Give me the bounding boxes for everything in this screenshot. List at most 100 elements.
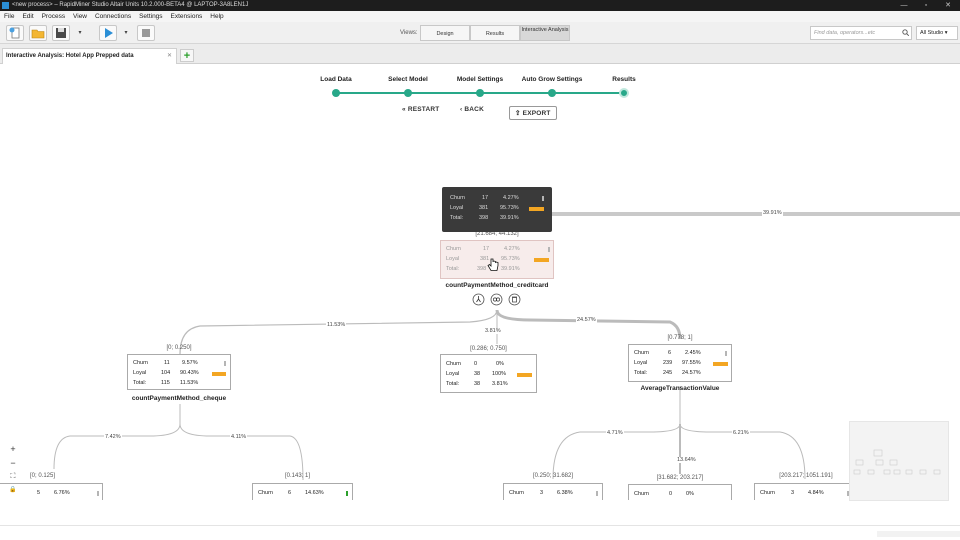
maximize-button[interactable]: ▫ <box>924 2 928 9</box>
loyal-percent: 95.73% <box>501 256 520 262</box>
menu-file[interactable]: File <box>4 13 15 20</box>
step-dot-model-settings[interactable] <box>476 89 484 97</box>
tree-node-n1[interactable]: Churn 17 4.27% Loyal 381 95.73% Total: 3… <box>440 240 554 279</box>
row-label: Churn <box>634 350 649 356</box>
menu-settings[interactable]: Settings <box>139 13 163 20</box>
add-tab-button[interactable]: + <box>180 49 194 62</box>
export-button[interactable]: ⇪ EXPORT <box>509 106 557 120</box>
step-dot-load-data[interactable] <box>332 89 340 97</box>
edge-label-n7: 4.71% <box>606 430 624 436</box>
node-row-loyal: Loyal 38 100% <box>441 370 536 379</box>
fit-view-button[interactable]: ⛶ <box>10 473 16 480</box>
edge-n1-n4 <box>495 309 682 340</box>
step-label-load-data[interactable]: Load Data <box>320 76 352 83</box>
save-dropdown-arrow-icon[interactable]: ▾ <box>78 30 82 36</box>
total-count: 115 <box>161 380 170 386</box>
horizontal-scrollbar[interactable] <box>877 531 960 537</box>
step-dot-auto-grow-settings[interactable] <box>548 89 556 97</box>
node-range-n7: [0.250; 31.682] <box>532 473 574 479</box>
menu-help[interactable]: Help <box>210 13 224 20</box>
back-button[interactable]: ‹ BACK <box>460 106 484 113</box>
churn-count: 5 <box>37 490 41 496</box>
auto-grow-icon[interactable] <box>490 293 503 306</box>
lock-icon[interactable]: 🔒 <box>9 487 17 493</box>
step-dot-select-model[interactable] <box>404 89 412 97</box>
menu-edit[interactable]: Edit <box>22 13 34 20</box>
node-row-total: Total: 245 24.57% <box>629 369 731 378</box>
trash-icon[interactable] <box>508 293 521 306</box>
row-label: Churn <box>446 361 461 367</box>
search-icon[interactable] <box>902 29 909 36</box>
row-label: Total: <box>446 381 460 387</box>
tree-node-n2[interactable]: Churn 11 9.57% Loyal 104 90.43% Total: 1… <box>127 354 231 390</box>
churn-count: 17 <box>482 195 489 201</box>
menu-extensions[interactable]: Extensions <box>170 13 203 20</box>
studio-scope-select[interactable]: All Studio ▾ <box>916 26 958 40</box>
restart-button[interactable]: « RESTART <box>402 106 439 113</box>
run-dropdown-arrow-icon[interactable]: ▾ <box>124 30 128 36</box>
zoom-in-button[interactable]: + <box>10 444 16 454</box>
minimize-button[interactable]: — <box>900 2 908 9</box>
churn-bar <box>725 351 727 356</box>
edge-label-n2: 11.53% <box>326 322 347 328</box>
total-percent: 11.53% <box>180 380 199 386</box>
menu-view[interactable]: View <box>73 13 88 20</box>
node-attribute-n2: countPaymentMethod_cheque <box>131 395 227 402</box>
run-process-button[interactable] <box>99 25 117 41</box>
step-label-results[interactable]: Results <box>612 76 636 83</box>
save-process-button[interactable] <box>52 25 70 41</box>
step-label-model-settings[interactable]: Model Settings <box>456 76 504 83</box>
node-row-loyal: Loyal 104 90.43% <box>128 369 230 378</box>
node-row-total: Total: 398 39.91% <box>441 265 553 274</box>
tab-title: Interactive Analysis: Hotel App Prepped … <box>6 53 134 59</box>
row-label: Total: <box>446 266 460 272</box>
app-icon <box>2 2 9 9</box>
step-label-select-model[interactable]: Select Model <box>388 76 428 83</box>
total-percent: 24.57% <box>682 370 701 376</box>
churn-percent: 4.27% <box>503 195 519 201</box>
edge-label-n5: 7.42% <box>104 434 122 440</box>
node-range-n9: [203.217; 1051.191] <box>779 473 833 479</box>
churn-percent: 0% <box>686 491 694 497</box>
tooltip-row-loyal: Loyal 381 95.73% <box>442 204 552 213</box>
zoom-out-button[interactable]: − <box>10 458 16 468</box>
close-window-button[interactable]: ✕ <box>945 2 951 9</box>
churn-count: 17 <box>483 246 490 252</box>
tooltip-row-churn: Churn 17 4.27% <box>442 194 552 203</box>
view-results-button[interactable]: Results <box>470 25 520 41</box>
loyal-bar <box>534 258 549 262</box>
hand-cursor-icon <box>487 258 499 271</box>
tree-minimap[interactable] <box>849 421 949 501</box>
new-process-button[interactable] <box>6 25 24 41</box>
row-label: Churn <box>446 246 461 252</box>
node-row-total: Total: 38 3.81% <box>441 380 536 389</box>
open-process-button[interactable] <box>29 25 47 41</box>
tab-interactive-analysis[interactable]: Interactive Analysis: Hotel App Prepped … <box>2 48 177 64</box>
node-range-n8: [31.682; 203.217] <box>656 475 704 481</box>
row-label: Loyal <box>133 370 147 376</box>
row-label: Churn <box>760 490 775 496</box>
node-actions <box>472 293 522 306</box>
split-node-icon[interactable] <box>472 293 485 306</box>
menu-process[interactable]: Process <box>41 13 66 20</box>
node-range-n6: [0.143; 1] <box>285 473 311 479</box>
tree-node-n3[interactable]: Churn 0 0% Loyal 38 100% Total: 38 3.81% <box>440 354 537 393</box>
node-tooltip: Churn 17 4.27% Loyal 381 95.73% Total: 3… <box>442 187 552 232</box>
view-interactive-analysis-button[interactable]: Interactive Analysis <box>520 25 570 41</box>
menu-connections[interactable]: Connections <box>94 13 132 20</box>
node-range-n1: [21.684; 44.132] <box>475 231 519 237</box>
view-design-button[interactable]: Design <box>420 25 470 41</box>
step-label-auto-grow-settings[interactable]: Auto Grow Settings <box>521 76 583 83</box>
step-dot-results[interactable] <box>619 88 629 98</box>
loyal-bar <box>517 373 532 377</box>
churn-count: 0 <box>669 491 673 497</box>
row-label: Churn <box>450 195 465 201</box>
tree-node-n4[interactable]: Churn 6 2.45% Loyal 239 97.55% Total: 24… <box>628 344 732 382</box>
churn-count: 0 <box>474 361 478 367</box>
global-search-input[interactable]: Find data, operators...etc <box>810 26 912 40</box>
stop-process-button[interactable] <box>137 25 155 41</box>
chevron-down-icon: ▾ <box>944 30 948 36</box>
edge-label-n8: 13.64% <box>676 457 697 463</box>
total-count: 245 <box>663 370 673 376</box>
close-tab-icon[interactable]: ✕ <box>167 53 173 59</box>
